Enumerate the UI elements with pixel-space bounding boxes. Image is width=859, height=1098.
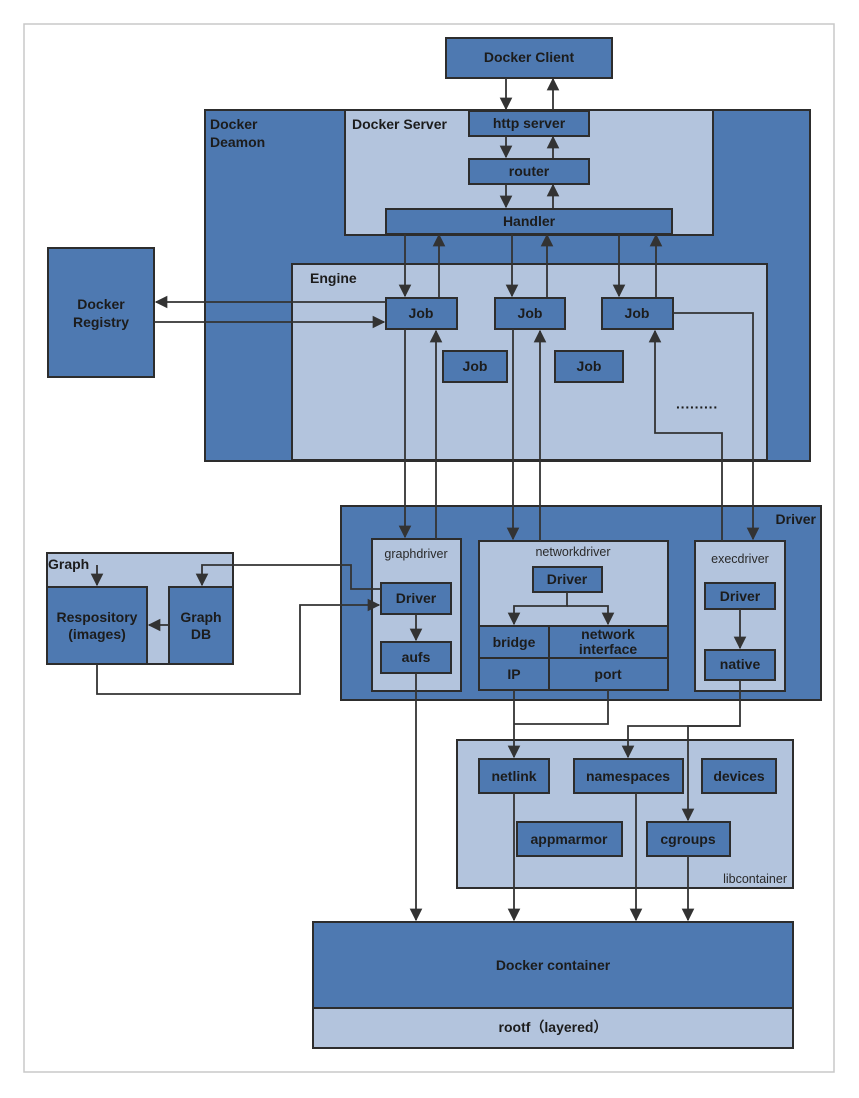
docker-deamon-label-line1: Docker (210, 116, 258, 132)
job-box-3 (601, 297, 674, 330)
docker-deamon-label-line2: Deamon (210, 134, 265, 150)
arrow-graphdriver-to-graph (195, 564, 381, 590)
more-jobs-ellipsis: ········· (676, 399, 718, 415)
network-interface-label-line2: interface (579, 641, 638, 657)
aufs-box (380, 641, 452, 674)
port-box (548, 657, 669, 691)
job-label-1: Job (409, 305, 434, 321)
job-label-3: Job (625, 305, 650, 321)
arrow-native-to-namespaces (621, 680, 741, 759)
job-label-5: Job (577, 358, 602, 374)
arrow-netdriver-to-interface (567, 605, 615, 626)
docker-registry-label-line2: Registry (73, 314, 129, 330)
execdriver-label: execdriver (711, 552, 769, 566)
namespaces-label: namespaces (586, 768, 670, 784)
http-server-box (468, 110, 590, 137)
arrow-execdriver-to-job3 (648, 329, 723, 541)
docker-registry-label-line1: Docker (77, 296, 125, 312)
networkdriver-label: networkdriver (535, 545, 610, 559)
netlink-label: netlink (491, 768, 536, 784)
arrow-netdriver-to-bridge (507, 592, 568, 626)
engine-label: Engine (310, 270, 357, 286)
arrow-native-to-cgroups (681, 725, 740, 822)
docker-container-box (312, 921, 794, 1009)
native-label: native (720, 656, 761, 672)
libcontainer-label: libcontainer (723, 872, 787, 886)
devices-label: devices (713, 768, 765, 784)
job-label-4: Job (463, 358, 488, 374)
devices-box (701, 758, 777, 794)
graph-label: Graph (48, 556, 89, 572)
docker-server-label: Docker Server (352, 116, 448, 132)
graph-db-box (168, 586, 234, 665)
repository-label-line2: (images) (68, 626, 126, 642)
engine-box (291, 263, 768, 461)
repository-label-line1: Respository (57, 609, 138, 625)
job-label-2: Job (518, 305, 543, 321)
namespaces-box (573, 758, 684, 794)
execdriver-driver-label: Driver (720, 588, 761, 604)
aufs-label: aufs (402, 649, 431, 665)
appmarmor-label: appmarmor (530, 831, 608, 847)
ip-label: IP (507, 666, 520, 682)
docker-container-label: Docker container (496, 957, 611, 973)
graph-db-label-line2: DB (191, 626, 211, 642)
arrow-job3-to-execdriver (673, 312, 760, 541)
cgroups-label: cgroups (660, 831, 715, 847)
netlink-box (478, 758, 550, 794)
repository-box (46, 586, 148, 665)
networkdriver-driver-label: Driver (547, 571, 588, 587)
rootf-label: rootf（layered） (499, 1019, 608, 1035)
graphdriver-driver-label: Driver (396, 590, 437, 606)
graph-db-label-line1: Graph (180, 609, 221, 625)
graphdriver-label: graphdriver (384, 547, 447, 561)
handler-box (385, 208, 673, 235)
docker-client-box (445, 37, 613, 79)
http-server-label: http server (493, 115, 566, 131)
network-interface-label-line1: network (581, 626, 635, 642)
appmarmor-box (516, 821, 623, 857)
bridge-label: bridge (493, 634, 536, 650)
network-interface-box (548, 625, 669, 659)
docker-client-label: Docker Client (484, 49, 575, 65)
bridge-box (478, 625, 550, 659)
job-box-5 (554, 350, 624, 383)
docker-registry-box (47, 247, 155, 378)
job-box-2 (494, 297, 566, 330)
router-label: router (509, 163, 550, 179)
job-box-1 (385, 297, 458, 330)
port-label: port (594, 666, 622, 682)
handler-label: Handler (503, 213, 556, 229)
arrow-repository-to-graphdriver (96, 598, 381, 695)
router-box (468, 158, 590, 185)
execdriver-driver-box (704, 582, 776, 610)
arrow-port-to-netlink (514, 690, 609, 725)
driver-group-label: Driver (776, 511, 817, 527)
rootf-box (312, 1007, 794, 1049)
job-box-4 (442, 350, 508, 383)
